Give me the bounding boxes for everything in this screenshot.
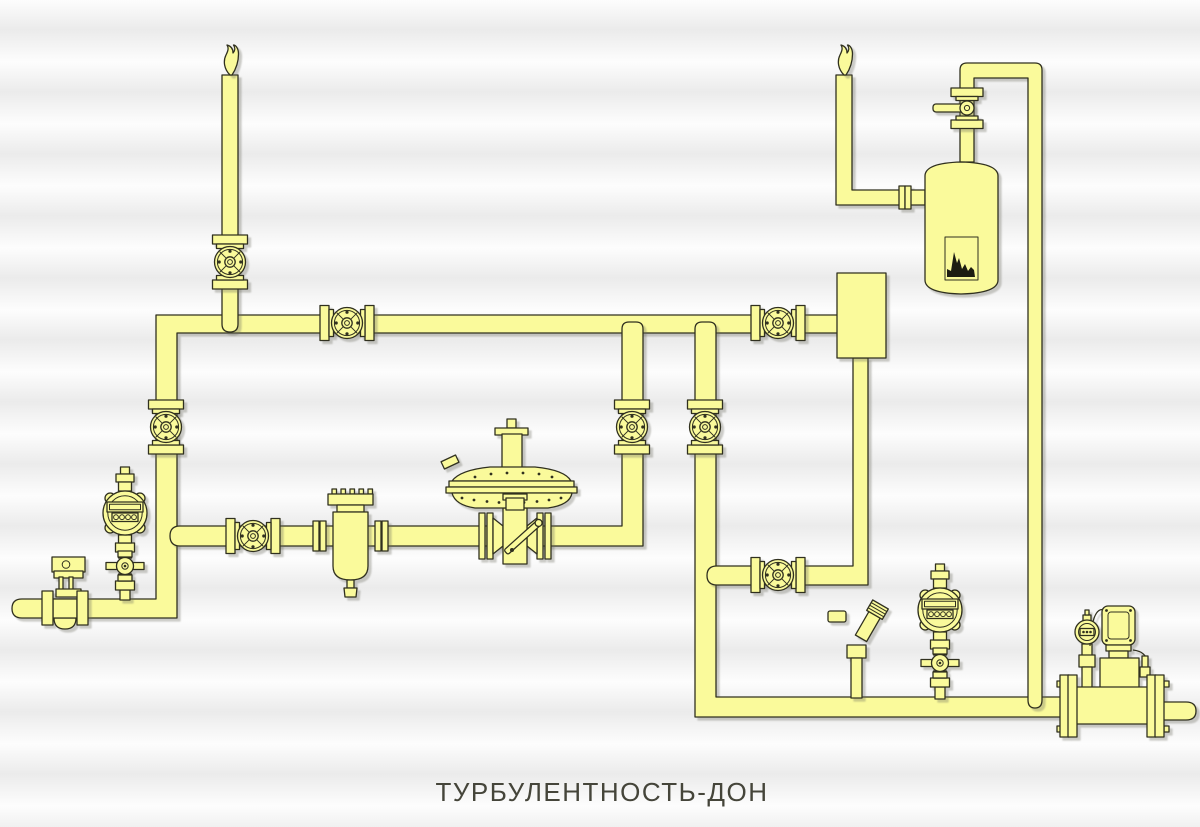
cable-plug [1139, 666, 1151, 678]
pressure-corrector-right [917, 563, 963, 700]
pressure-corrector-left [102, 466, 148, 601]
cabinet-outlet-valve [750, 556, 806, 594]
heater-lever-valve [932, 87, 984, 130]
outlet-riser-valve [613, 399, 651, 455]
cable-plug [1141, 655, 1149, 669]
flare-flame-right [837, 44, 854, 76]
flow-meter-run [1056, 605, 1197, 738]
flow-computer [1099, 605, 1140, 689]
thermowell-sensor [827, 599, 889, 699]
flare-isolation-valve [211, 234, 249, 290]
bypass-valve [319, 304, 375, 342]
riser-isolation-valve [147, 399, 185, 455]
mini-pressure-gauge [1074, 619, 1100, 645]
inlet-pipeline [11, 314, 843, 619]
cabinet-inlet-valve [750, 304, 806, 342]
brand-title: ТУРБУЛЕНТНОСТЬ-ДОН [435, 777, 768, 807]
burner-window [944, 236, 979, 281]
heater-vent-stack [835, 74, 926, 210]
process-line [169, 321, 644, 547]
heater-supply-loop [959, 62, 1043, 709]
gas-heater [924, 161, 999, 295]
gas-filter [312, 488, 389, 598]
line-isolation-valve [225, 517, 281, 555]
control-cabinet [836, 272, 887, 359]
flare-stack-left [221, 74, 239, 333]
cabinet-outlet-line [706, 357, 869, 586]
safety-shutoff-valve [41, 556, 89, 630]
pressure-regulator [440, 418, 578, 565]
outlet-pipeline [1162, 701, 1197, 721]
flare-flame-left [223, 44, 240, 76]
distribution-riser-valve [686, 399, 724, 455]
bottom-distribution-line [694, 321, 1079, 718]
